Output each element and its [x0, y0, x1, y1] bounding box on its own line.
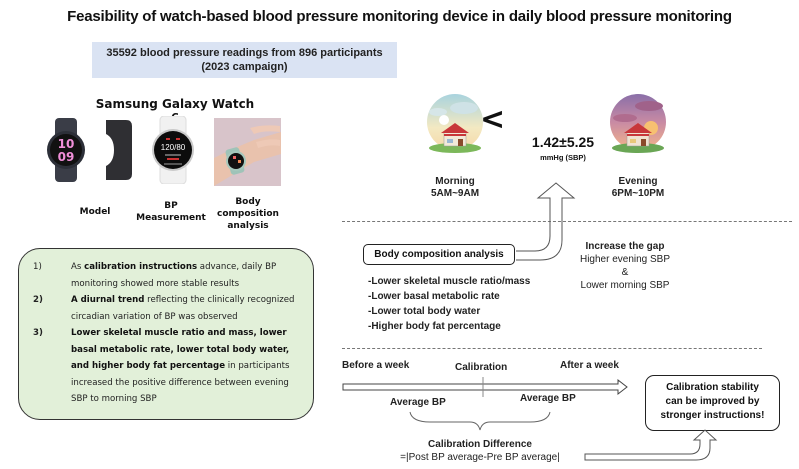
gap-heading: Increase the gap: [585, 241, 665, 252]
finding-number: 3): [33, 328, 43, 338]
evening-range: 6PM~10PM: [611, 188, 665, 199]
watch-band-image: [96, 118, 140, 182]
body-composition-item: -Higher body fat percentage: [368, 321, 501, 332]
svg-text:10: 10: [58, 137, 75, 151]
timeline-arrow: [342, 378, 628, 396]
body-composition-item: -Lower basal metabolic rate: [368, 291, 500, 302]
morning-illustration: [424, 92, 486, 156]
conclusion-line: Calibration stability: [666, 382, 759, 393]
gap-line: Higher evening SBP: [579, 254, 671, 265]
timeline-calibration-label: Calibration: [455, 362, 508, 373]
dataset-banner: 35592 blood pressure readings from 896 p…: [92, 42, 397, 78]
body-composition-up-arrow: [516, 182, 576, 261]
gap-line: &: [621, 267, 629, 278]
bp-watch-image: 120/80: [150, 115, 196, 185]
sbp-difference-unit: mmHg (SBP): [540, 153, 586, 162]
timeline-after-label: After a week: [560, 360, 619, 371]
caption-bp-line1: BP: [164, 201, 178, 211]
finding-text: Lower skeletal muscle ratio and mass, lo…: [71, 328, 290, 404]
gap-effect-text: Increase the gap Higher evening SBP & Lo…: [555, 240, 695, 292]
finding-text: As calibration instructions advance, dai…: [71, 262, 277, 289]
key-findings-box: 1) As calibration instructions advance, …: [18, 248, 314, 420]
conclusion-up-arrow: [584, 429, 718, 461]
watch-icon: 10 09: [47, 118, 85, 182]
body-composition-list: -Lower skeletal muscle ratio/mass -Lower…: [368, 274, 530, 334]
morning-label: Morning 5AM~9AM: [410, 176, 500, 200]
comparison-symbol: <: [480, 102, 506, 137]
average-brace: [409, 411, 551, 431]
evening-label: Evening 6PM~10PM: [593, 176, 683, 200]
morning-range: 5AM~9AM: [430, 188, 480, 199]
finding-number: 1): [33, 262, 42, 272]
finding-item: 3) Lower skeletal muscle ratio and mass,…: [33, 325, 305, 408]
watch-model-image: 10 09: [46, 118, 86, 182]
average-bp-after-label: Average BP: [520, 393, 576, 404]
banner-readings: 35592 blood pressure readings from 896 p…: [106, 47, 383, 59]
finding-text: A diurnal trend reflecting the clinicall…: [71, 295, 295, 322]
timeline-before-label: Before a week: [342, 360, 410, 371]
finding-number: 2): [33, 295, 43, 305]
body-composition-box: Body composition analysis: [363, 244, 515, 265]
conclusion-line: stronger instructions!: [660, 410, 765, 421]
finding-item: 2) A diurnal trend reflecting the clinic…: [33, 292, 305, 325]
morning-house-icon: [427, 94, 483, 153]
caption-body-line1: Body: [235, 197, 261, 207]
calibration-conclusion-box: Calibration stability can be improved by…: [645, 375, 780, 431]
body-composition-item: -Lower skeletal muscle ratio/mass: [368, 276, 531, 287]
watch-band-icon: [106, 120, 132, 180]
section-divider: [342, 348, 762, 349]
evening-house-icon: [610, 94, 666, 153]
sbp-difference-value: 1.42±5.25: [531, 134, 595, 150]
body-composition-photo: [214, 118, 281, 186]
bp-screen-reading: 120/80: [161, 143, 186, 152]
caption-body-composition: Body composition analysis: [208, 196, 288, 232]
morning-title: Morning: [435, 176, 475, 187]
finding-item: 1) As calibration instructions advance, …: [33, 259, 305, 292]
calibration-difference: Calibration Difference =|Post BP average…: [380, 438, 580, 464]
average-bp-before-label: Average BP: [390, 397, 446, 408]
caption-body-line2: composition: [217, 209, 279, 219]
conclusion-line: can be improved by: [665, 396, 760, 407]
figure-title: Feasibility of watch-based blood pressur…: [67, 8, 732, 25]
caption-bp-measurement: BP Measurement: [135, 200, 207, 224]
calibration-difference-title: Calibration Difference: [428, 439, 532, 450]
caption-model: Model: [79, 207, 111, 217]
hand-with-watch-icon: [214, 118, 281, 186]
banner-campaign: (2023 campaign): [201, 61, 288, 73]
section-divider: [342, 221, 792, 222]
caption-bp-line2: Measurement: [136, 213, 206, 223]
body-composition-item: -Lower total body water: [368, 306, 481, 317]
evening-title: Evening: [618, 176, 658, 187]
caption-body-line3: analysis: [227, 221, 269, 231]
calibration-difference-formula: =|Post BP average-Pre BP average|: [400, 452, 560, 463]
evening-illustration: [607, 92, 669, 156]
svg-text:09: 09: [58, 150, 75, 164]
gap-line: Lower morning SBP: [580, 280, 670, 291]
